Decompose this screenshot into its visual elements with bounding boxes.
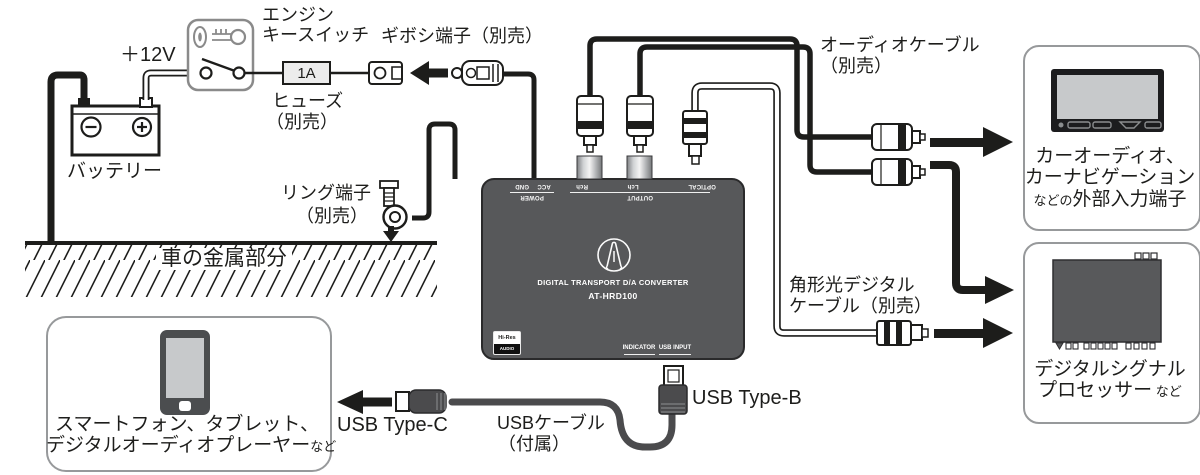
label-usb-cable-1: USBケーブル: [497, 413, 605, 433]
device-model: AT-HRD100: [588, 291, 638, 301]
rca-plug-top-1: [576, 95, 604, 153]
device-output-label: OUTPUT: [627, 194, 653, 200]
analog-to-dsp-wire: [930, 161, 986, 294]
battery-icon: [70, 97, 161, 157]
hires-audio-logo: Hi-Res AUDIO: [493, 331, 521, 355]
label-fuse-value: 1A: [297, 65, 316, 82]
power-group-line: [510, 192, 554, 194]
rca-plug-right-1: [871, 123, 926, 151]
device-gnd-label: GND: [515, 183, 529, 189]
battery-ground-wire: [47, 71, 88, 241]
label-ring-terminal-2: （別売）: [296, 206, 368, 226]
arrow-left-giboshi: [410, 61, 448, 85]
label-optical-cable-1: 角形光デジタル: [789, 275, 915, 295]
device-optical-label: OPTICAL: [688, 183, 716, 189]
arrow-down-ground: [383, 226, 399, 242]
label-usb-cable-2: （付属）: [498, 434, 570, 454]
label-plus12v: ＋12V: [120, 44, 176, 66]
label-fuse-1: ヒューズ: [272, 91, 344, 111]
arrow-left-usb-c: [337, 390, 392, 414]
output-group-line: [570, 192, 710, 194]
device-rch-label: Rch: [576, 183, 588, 189]
device-title: DIGITAL TRANSPORT D/A CONVERTER: [537, 278, 689, 287]
usb-type-c-connector-icon: [395, 389, 447, 414]
audio-technica-logo-icon: [597, 238, 631, 272]
gnd-wire: [412, 121, 458, 221]
label-battery: バッテリー: [67, 161, 163, 182]
label-giboshi: ギボシ端子（別売）: [381, 26, 543, 46]
label-engine-switch-2: キースイッチ: [262, 25, 370, 45]
label-car-audio-2: カーナビゲーション: [1024, 167, 1196, 188]
label-car-audio-1: カーオーディオ、: [1035, 146, 1185, 167]
giboshi-male-terminal-icon: [451, 60, 504, 86]
rca-plug-right-2: [871, 158, 926, 186]
indicator-underline: [624, 354, 655, 355]
label-smartphone-2: デジタルオーディオプレーヤーなど: [46, 435, 337, 456]
label-optical-cable-2: ケーブル（別売）: [789, 296, 932, 316]
plus12v-wire: [142, 69, 199, 100]
label-dsp-2: プロセッサー など: [1038, 380, 1182, 401]
label-smartphone-1: スマートフォン、タブレット、: [55, 414, 319, 435]
optical-plug-top: [682, 110, 708, 165]
label-car-audio-3: などの外部入力端子: [1033, 189, 1187, 210]
arrow-to-car-audio: [930, 127, 1013, 157]
device-at-hrd100: GND ACC POWER Rch Lch OUTPUT OPTICAL DIG…: [481, 178, 745, 360]
arrow-to-dsp-analog: [985, 276, 1014, 304]
engine-key-switch-icon: [186, 18, 255, 92]
ring-terminal-icon: [379, 180, 408, 242]
optical-plug-right: [876, 320, 929, 346]
usb-type-b-connector-icon: [658, 365, 688, 415]
label-usb-type-c: USB Type-C: [337, 414, 448, 436]
label-fuse-2: （別売）: [266, 112, 338, 132]
usb-input-underline: [659, 354, 691, 355]
label-audio-cable-2: （別売）: [820, 56, 892, 76]
arrow-to-dsp-optical: [934, 318, 1013, 348]
giboshi-female-terminal-icon: [368, 61, 403, 85]
label-dsp-1: デジタルシグナル: [1034, 359, 1186, 380]
device-indicator-label: INDICATOR: [622, 345, 656, 351]
label-usb-type-b: USB Type-B: [692, 387, 802, 409]
label-audio-cable-1: オーディオケーブル: [820, 35, 980, 55]
device-acc-label: ACC: [537, 183, 551, 189]
device-power-label: POWER: [520, 194, 544, 200]
label-ring-terminal-1: リング端子: [281, 183, 371, 203]
device-usb-input-label: USB INPUT: [658, 345, 692, 351]
label-engine-switch-1: エンジン: [262, 5, 334, 25]
device-lch-label: Lch: [627, 183, 639, 189]
rca-plug-top-2: [626, 95, 654, 153]
acc-wire: [503, 71, 537, 178]
label-car-metal-ground: 車の金属部分: [156, 247, 292, 271]
rca-output-jacks: [576, 155, 653, 180]
